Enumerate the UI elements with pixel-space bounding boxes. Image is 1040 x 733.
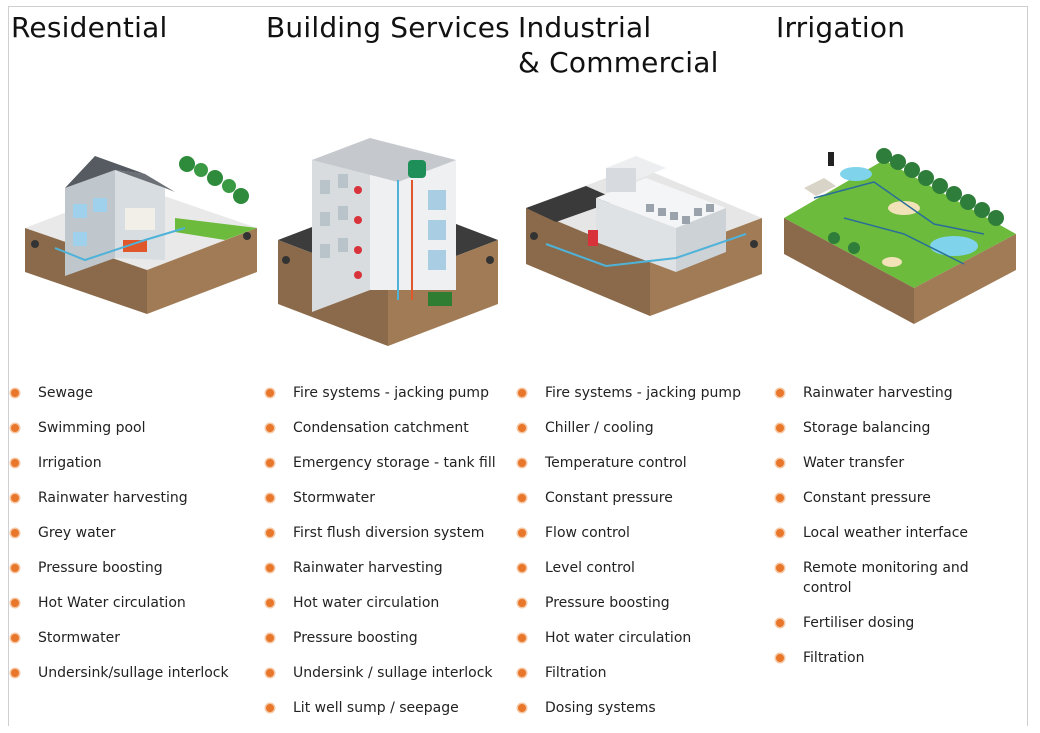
list-item: Lit well sump / seepage	[266, 698, 496, 718]
list-item: Flow control	[518, 523, 741, 543]
list-item: Irrigation	[11, 453, 229, 473]
list-item: Swimming pool	[11, 418, 229, 438]
list-item: Level control	[518, 558, 741, 578]
title-line: Industrial	[518, 11, 652, 44]
column-title: Industrial & Commercial	[518, 10, 719, 80]
list-item: Hot Water circulation	[11, 593, 229, 613]
factory-icon	[526, 156, 762, 316]
list-item: Filtration	[776, 648, 981, 668]
residential-house-icon	[25, 156, 257, 314]
list-item: Stormwater	[266, 488, 496, 508]
golf-course-icon	[784, 148, 1016, 324]
list-item: Fire systems - jacking pump	[518, 383, 741, 403]
list-item: Storage balancing	[776, 418, 981, 438]
office-building-icon	[278, 138, 498, 346]
list-item: Water transfer	[776, 453, 981, 473]
page-frame	[8, 6, 1028, 726]
list-item: Rainwater harvesting	[266, 558, 496, 578]
list-item: Sewage	[11, 383, 229, 403]
column-title: Residential	[11, 10, 167, 45]
title-line: Building Services	[266, 11, 510, 44]
list-item: Filtration	[518, 663, 741, 683]
list-item: Rainwater harvesting	[11, 488, 229, 508]
list-item: Chiller / cooling	[518, 418, 741, 438]
list-item: Local weather interface	[776, 523, 981, 543]
list-item: Stormwater	[11, 628, 229, 648]
list-item: Pressure boosting	[518, 593, 741, 613]
list-item: Hot water circulation	[266, 593, 496, 613]
title-line: Irrigation	[776, 11, 906, 44]
list-item: Condensation catchment	[266, 418, 496, 438]
building-services-list: Fire systems - jacking pump Condensation…	[266, 383, 496, 733]
list-item: Temperature control	[518, 453, 741, 473]
industrial-commercial-list: Fire systems - jacking pump Chiller / co…	[518, 383, 741, 733]
list-item: Hot water circulation	[518, 628, 741, 648]
column-title: Building Services	[266, 10, 510, 45]
list-item: Pressure boosting	[266, 628, 496, 648]
list-item: Emergency storage - tank fill	[266, 453, 496, 473]
column-title: Irrigation	[776, 10, 905, 45]
list-item: Fertiliser dosing	[776, 613, 981, 633]
list-item: Constant pressure	[776, 488, 981, 508]
title-line: Residential	[11, 11, 168, 44]
list-item: Constant pressure	[518, 488, 741, 508]
list-item: Dosing systems	[518, 698, 741, 718]
list-item: Grey water	[11, 523, 229, 543]
title-line: & Commercial	[518, 46, 719, 79]
residential-list: Sewage Swimming pool Irrigation Rainwate…	[11, 383, 229, 698]
list-item: First flush diversion system	[266, 523, 496, 543]
list-item: Undersink/sullage interlock	[11, 663, 229, 683]
list-item: Remote monitoring and control	[776, 558, 981, 598]
list-item: Fire systems - jacking pump	[266, 383, 496, 403]
irrigation-list: Rainwater harvesting Storage balancing W…	[776, 383, 981, 683]
list-item: Undersink / sullage interlock	[266, 663, 496, 683]
list-item: Pressure boosting	[11, 558, 229, 578]
list-item: Rainwater harvesting	[776, 383, 981, 403]
